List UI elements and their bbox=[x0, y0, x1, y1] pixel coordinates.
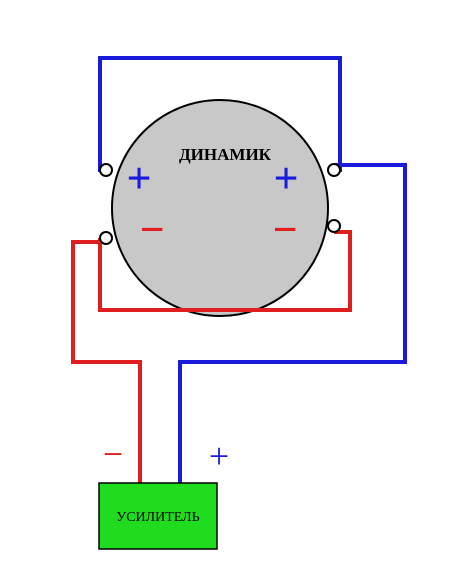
amplifier-negative-sign: − bbox=[103, 434, 123, 474]
speaker-right-negative-sign: − bbox=[272, 205, 297, 254]
speaker-terminal-right-positive bbox=[327, 163, 341, 177]
speaker-right-positive-sign: + bbox=[273, 154, 298, 203]
negative-bridge-wire bbox=[98, 230, 352, 312]
amplifier-box bbox=[98, 482, 218, 550]
speaker-left-negative-sign: − bbox=[139, 205, 164, 254]
speaker-terminal-left-negative bbox=[99, 231, 113, 245]
negative-amplifier-wire bbox=[71, 240, 142, 483]
speaker-terminal-left-positive bbox=[99, 163, 113, 177]
speaker-body bbox=[111, 99, 329, 317]
speaker-label: ДИНАМИК bbox=[179, 145, 272, 164]
positive-amplifier-wire bbox=[178, 163, 407, 483]
amplifier-positive-sign: + bbox=[209, 436, 229, 476]
speaker-left-positive-sign: + bbox=[126, 154, 151, 203]
amplifier-label: УСИЛИТЕЛЬ bbox=[116, 510, 199, 525]
speaker-terminal-right-negative bbox=[327, 219, 341, 233]
